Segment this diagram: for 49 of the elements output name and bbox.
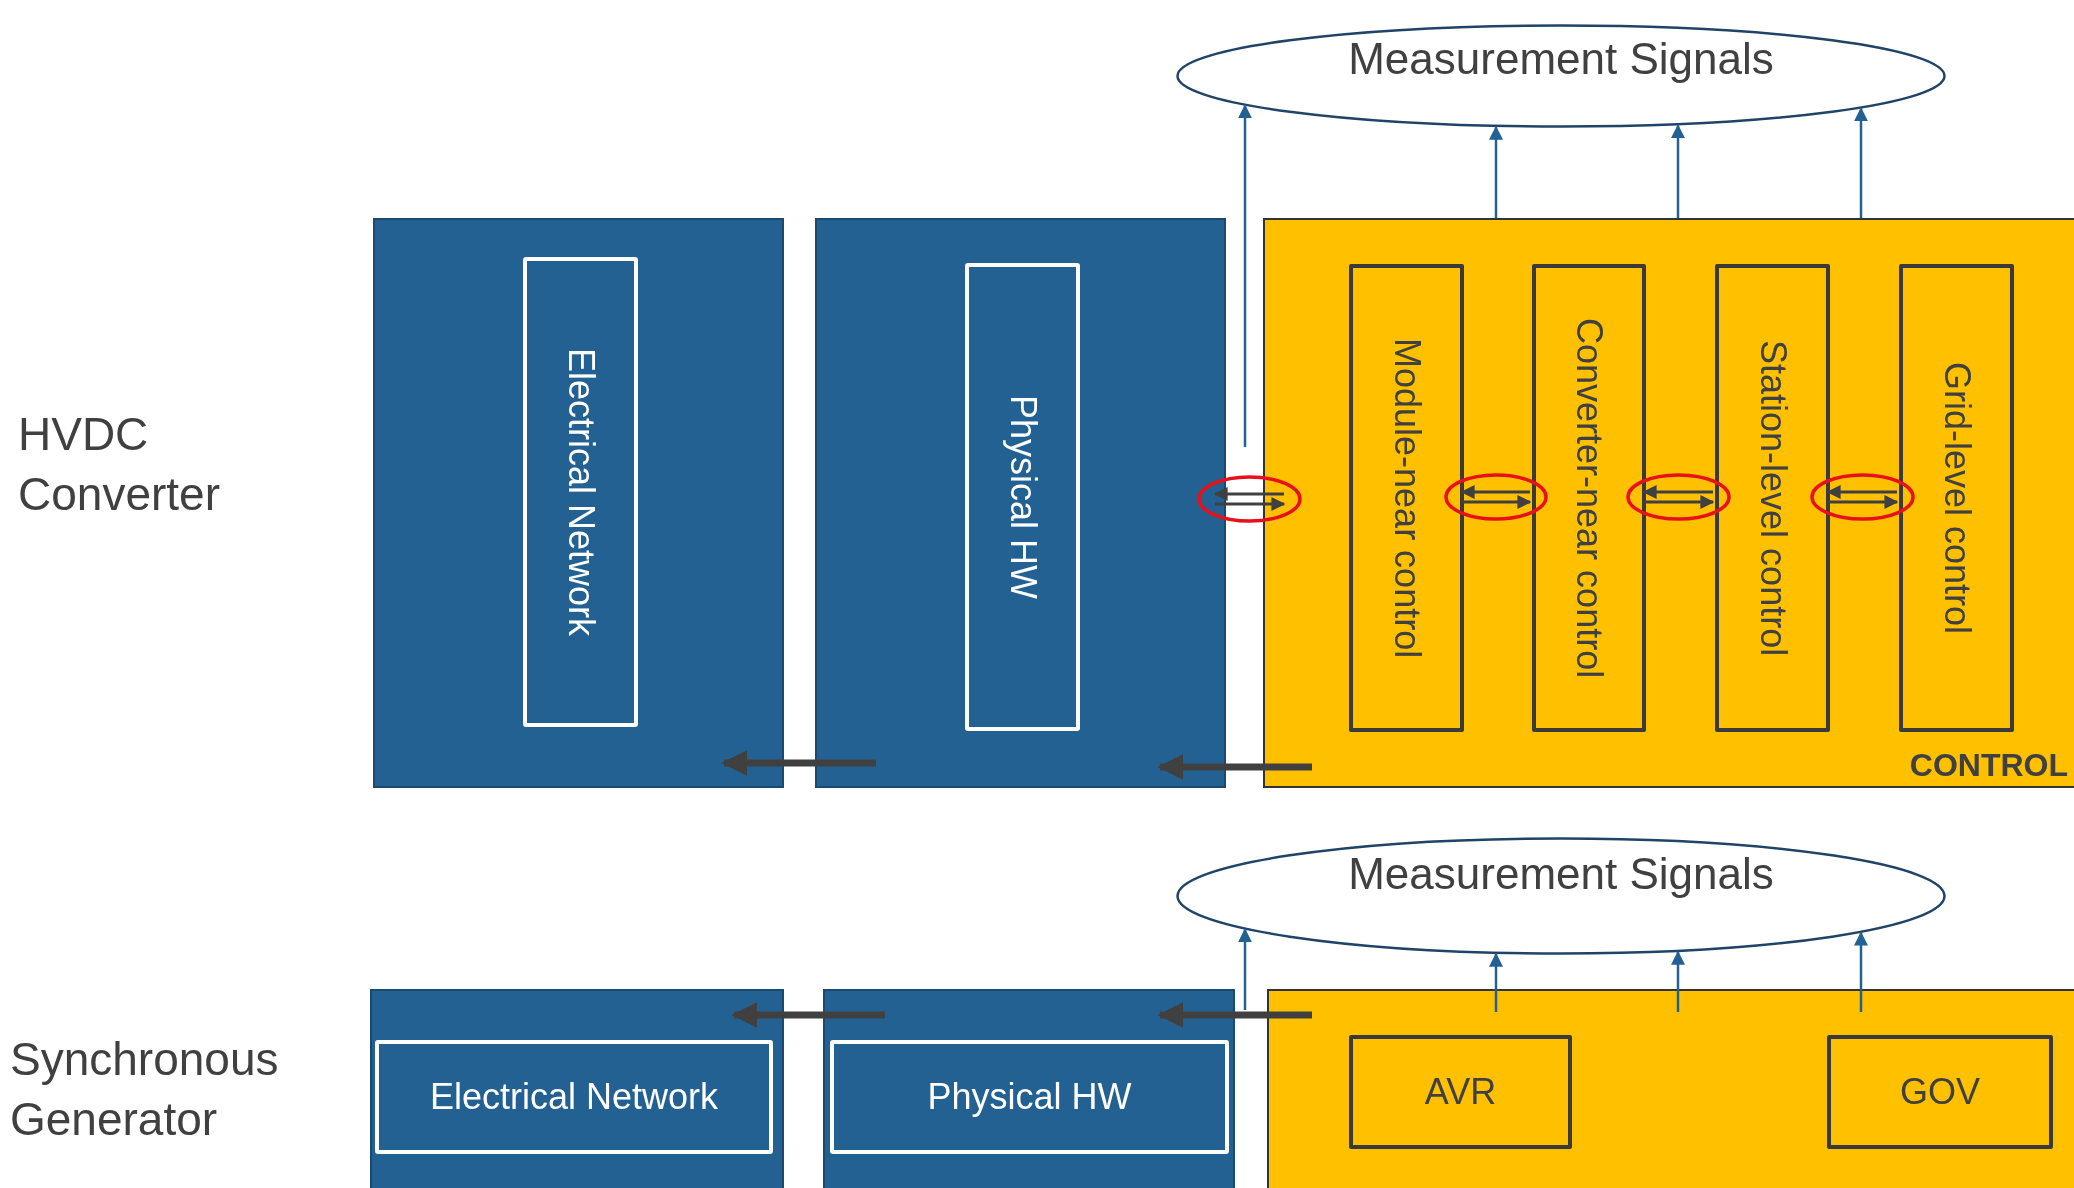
double-arrow (1642, 485, 1715, 509)
ellipse-label: Measurement Signals (1347, 848, 1775, 899)
controller-box (1899, 264, 2014, 732)
controller-box (1827, 1035, 2053, 1149)
flow-arrow (731, 1002, 885, 1028)
controller-box (1349, 264, 1464, 732)
subsystem-box (375, 1040, 773, 1154)
box-label: Module-near control (1385, 337, 1428, 659)
subsystem-box (965, 263, 1080, 731)
flow-arrow (721, 750, 876, 776)
flow-arrow (1157, 754, 1312, 780)
converter-block (823, 989, 1235, 1188)
signal-arrow (1854, 107, 1868, 218)
box-label: Physical HW (927, 1076, 1132, 1118)
subsystem-box (523, 257, 638, 727)
double-arrow (1213, 487, 1286, 511)
converter-block (370, 989, 784, 1188)
box-label: Electrical Network (559, 347, 602, 637)
subsystem-box (830, 1040, 1229, 1154)
row-label: HVDC Converter (18, 407, 221, 522)
signal-arrow (1671, 124, 1685, 218)
signal-arrow (1238, 104, 1252, 447)
control-block (1267, 989, 2074, 1188)
box-label: AVR (1424, 1071, 1497, 1113)
box-label: Electrical Network (429, 1076, 719, 1118)
signal-arrow (1489, 952, 1503, 1012)
signal-arrow (1671, 950, 1685, 1012)
box-label: Station-level control (1751, 339, 1794, 657)
double-arrow (1826, 485, 1899, 509)
signal-arrow (1489, 125, 1503, 218)
block-title: CONTROL (1909, 747, 2068, 784)
controller-box (1349, 1035, 1572, 1149)
signal-ellipse (1176, 837, 1946, 955)
signal-ellipse (1176, 24, 1946, 128)
flow-arrow (1157, 1002, 1312, 1028)
signal-arrow (1854, 931, 1868, 1012)
box-label: GOV (1900, 1071, 1980, 1113)
box-label: Converter-near control (1568, 317, 1610, 679)
controller-box (1532, 264, 1646, 732)
box-label: Grid-level control (1935, 361, 1978, 635)
box-label: Physical HW (1001, 395, 1044, 599)
ellipse-label: Measurement Signals (1347, 34, 1775, 85)
controller-box (1715, 264, 1830, 732)
row-label: Synchronous Generator (10, 1032, 280, 1147)
signal-arrow (1238, 928, 1252, 1010)
converter-block (815, 218, 1226, 788)
converter-block (373, 218, 784, 788)
double-arrow (1460, 485, 1532, 509)
control-block (1263, 218, 2074, 788)
